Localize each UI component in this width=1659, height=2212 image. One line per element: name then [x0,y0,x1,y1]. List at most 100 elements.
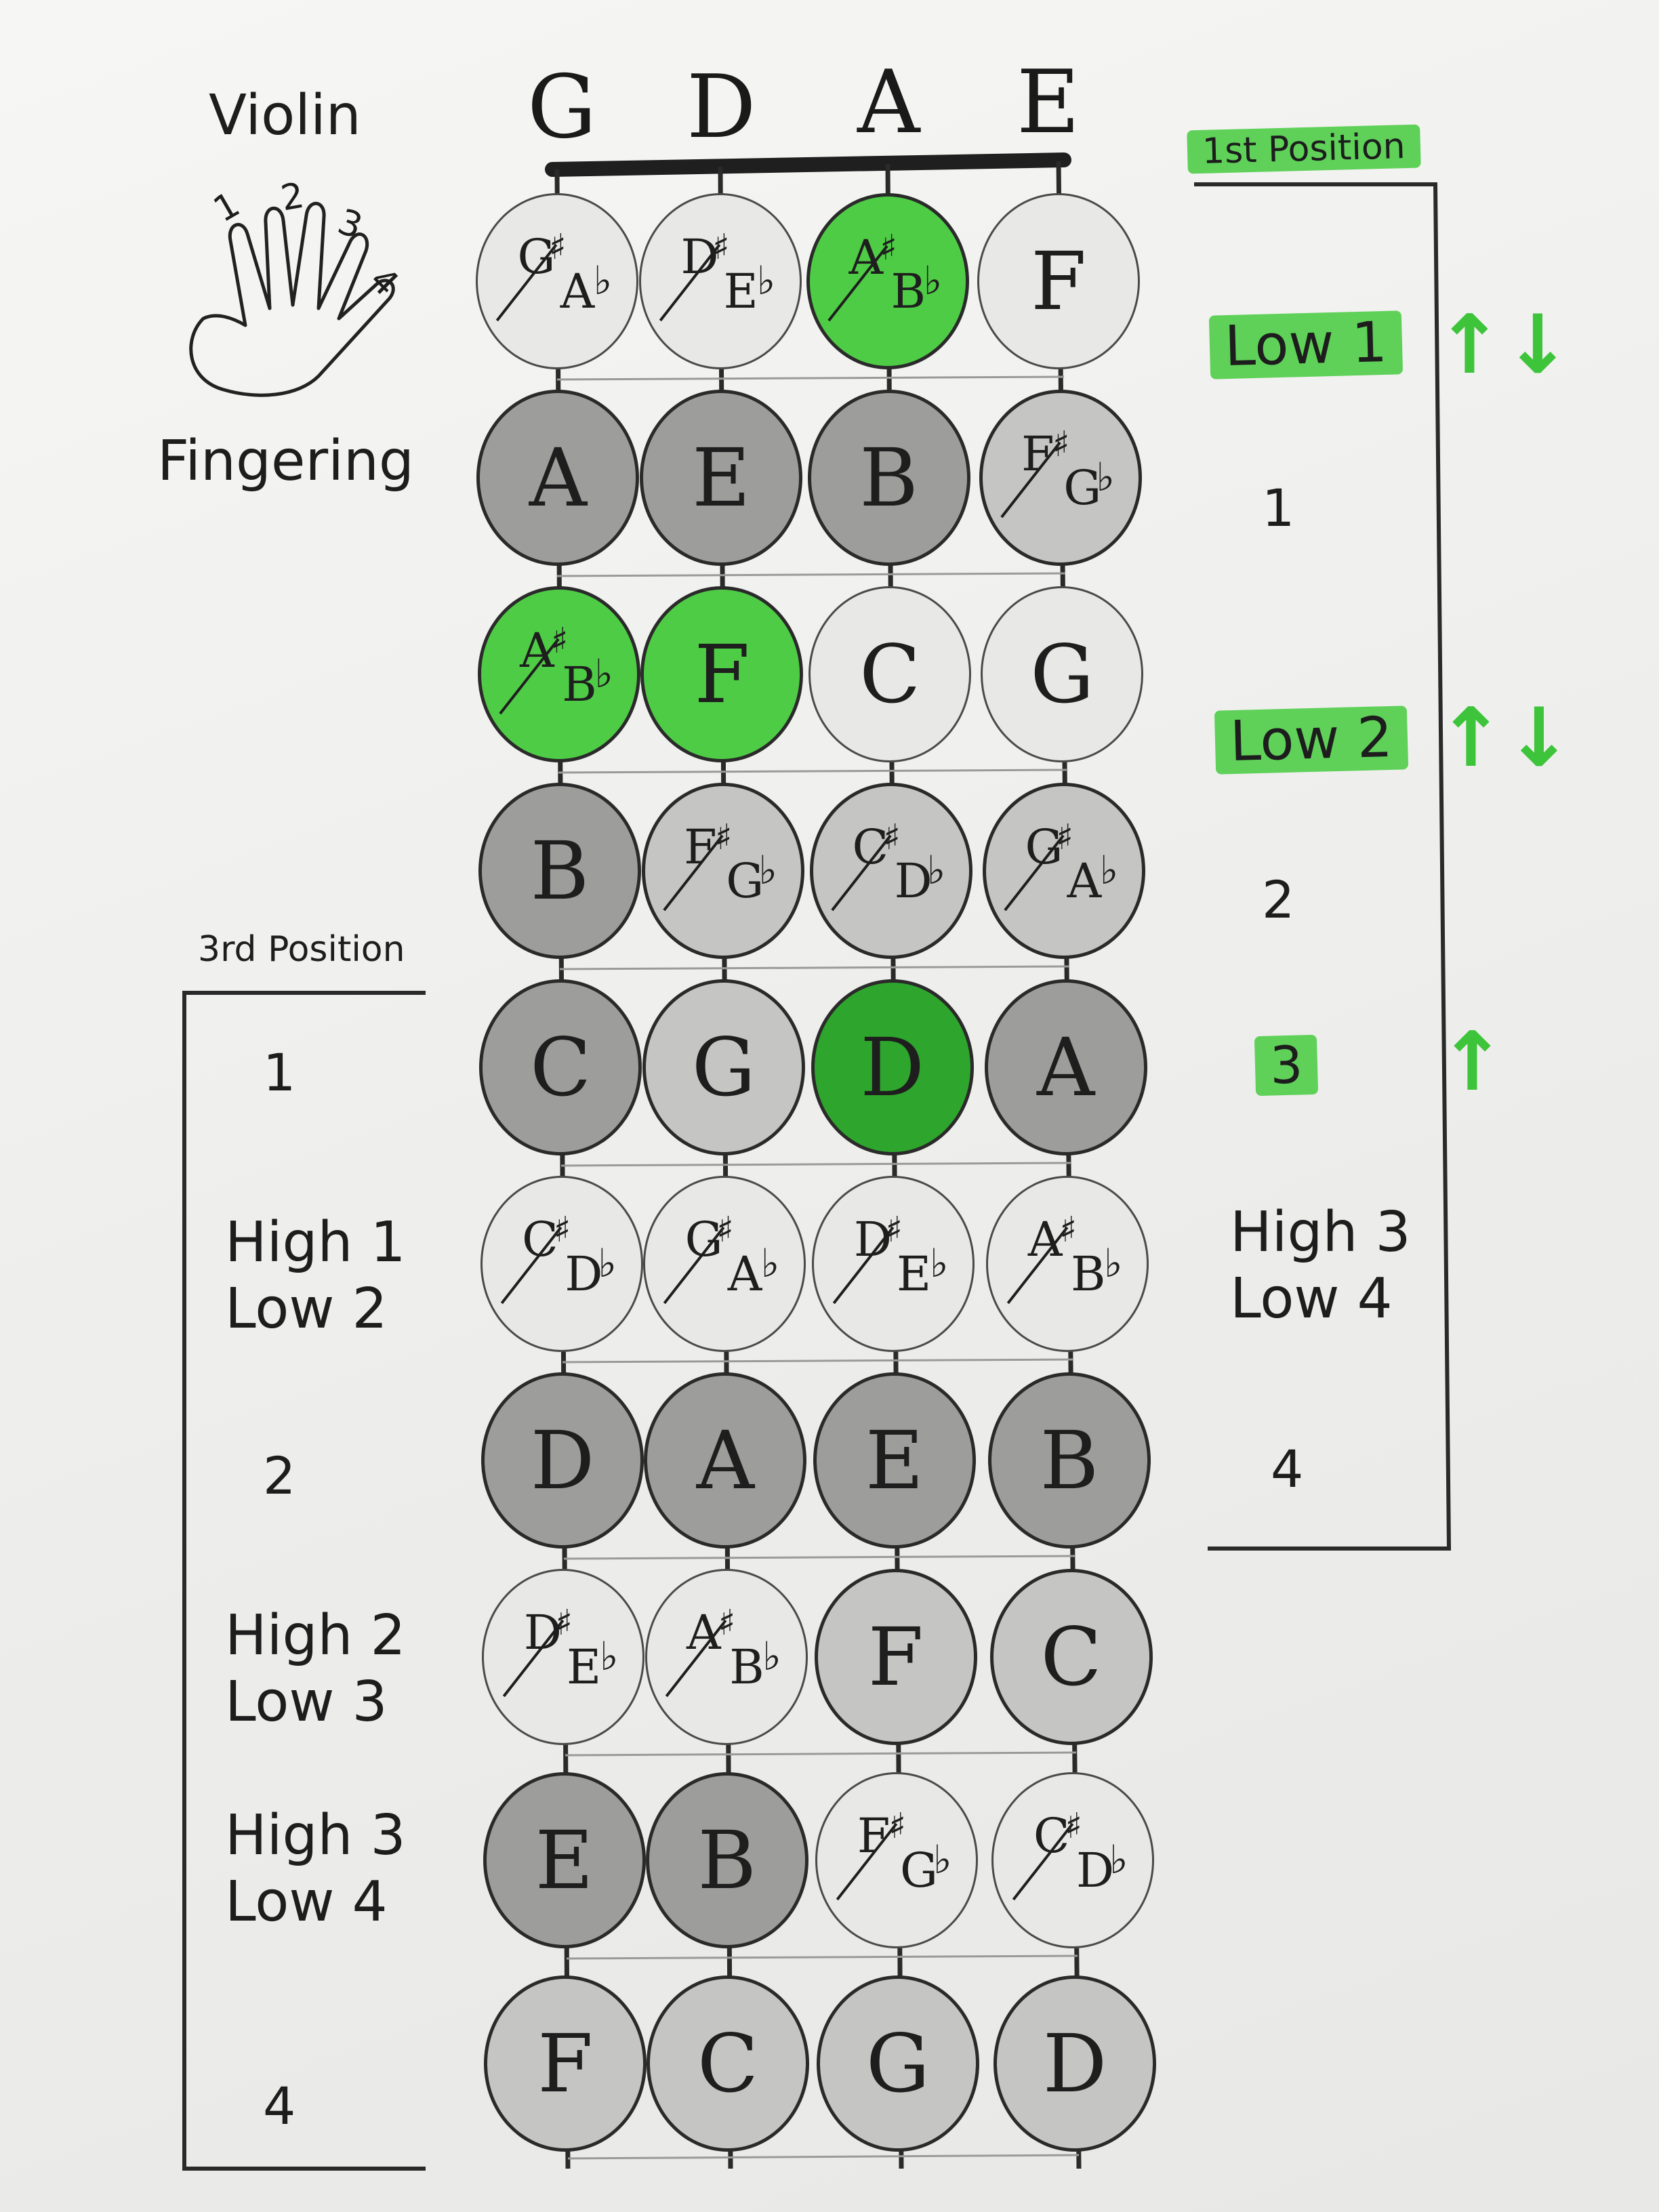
third-pos-label-high1: High 1 [225,1210,406,1275]
string-name-d: D [687,57,756,158]
note-name: F [867,1610,924,1704]
note-sharp-name: D [680,228,719,285]
note-d-row-8: A♯B♭ [644,1569,808,1745]
note-name: G [691,1021,756,1114]
third-pos-label-1: 1 [263,1042,296,1103]
note-name: E [865,1414,924,1507]
note-flat-name: B [562,657,597,712]
note-name: C [859,628,921,721]
note-e-row-2: F♯G♭ [979,390,1142,566]
third-pos-label-low2: Low 2 [225,1277,388,1342]
flat-icon: ♭ [933,1836,952,1883]
hand-icon [189,201,395,397]
sharp-icon: ♯ [1065,1805,1082,1847]
string-name-e: E [1017,52,1080,153]
nut [545,152,1071,177]
note-name: F [1031,234,1086,328]
flat-icon: ♭ [600,1633,619,1679]
note-name: E [535,1814,594,1907]
note-name: A [696,1414,754,1507]
note-e-row-3: G [981,586,1144,762]
third-pos-label-high1-low2: High 1 Low 2 [225,1210,406,1343]
note-d-row-4: F♯G♭ [641,783,804,959]
first-pos-label-2: 2 [1262,869,1295,930]
third-pos-label-low4: Low 4 [225,1870,388,1935]
note-sharp-name: G [1025,819,1063,875]
first-pos-label-low-2: Low 2 [1214,705,1408,775]
note-e-row-9: C♯D♭ [991,1772,1155,1948]
note-flat-name: E [897,1246,932,1302]
note-flat-name: D [894,853,933,909]
note-flat-name: E [723,263,758,319]
string-name-a: A [857,52,920,153]
note-g-row-6: C♯D♭ [480,1176,643,1352]
note-name: E [692,431,751,525]
note-name: C [697,2017,759,2110]
flat-icon: ♭ [598,1240,617,1286]
note-g-row-5: C [479,979,642,1155]
sharp-icon: ♯ [555,1602,573,1643]
note-d-row-1: D♯E♭ [639,193,802,369]
third-pos-label-high3: High 3 [225,1803,406,1868]
note-a-row-1: A♯B♭ [806,193,969,369]
first-pos-label-high3: High 3 [1230,1200,1411,1265]
note-g-row-9: E [483,1772,646,1948]
note-d-row-5: G [642,979,805,1155]
third-position-bracket [182,991,426,2171]
note-sharp-name: G [684,1211,723,1267]
note-a-row-10: G [817,1975,979,2152]
note-d-row-7: A [644,1372,807,1549]
note-name: D [530,1414,595,1507]
first-pos-label-high3-low4: High 3 Low 4 [1230,1200,1411,1333]
note-name: B [530,824,590,918]
first-position-bracket [1194,182,1452,1551]
note-d-row-3: F [640,586,804,762]
note-flat-name: B [1071,1246,1106,1302]
note-flat-name: D [1076,1842,1115,1898]
first-pos-label-low-1: Low 1 [1208,310,1403,380]
sharp-icon: ♯ [885,1209,903,1250]
first-pos-label-low4: Low 4 [1230,1267,1393,1332]
note-g-row-1: G♯A♭ [476,193,638,369]
sharp-icon: ♯ [1056,817,1073,858]
note-a-row-9: F♯G♭ [815,1772,979,1948]
third-pos-label-4: 4 [263,2076,296,2136]
note-flat-name: A [560,263,595,319]
sharp-icon: ♯ [883,817,901,858]
note-name: A [529,431,587,525]
note-flat-name: G [1063,460,1102,516]
note-e-row-4: G♯A♭ [983,783,1145,959]
note-name: G [865,2017,930,2110]
flat-icon: ♭ [930,1240,949,1286]
flat-icon: ♭ [926,847,946,893]
up-down-arrow-icon-low2: ↑↓ [1437,691,1574,785]
flat-icon: ♭ [1096,454,1115,500]
third-pos-label-2: 2 [263,1446,296,1506]
flat-icon: ♭ [758,847,777,893]
up-down-arrow-icon-low1: ↑↓ [1435,298,1572,392]
note-g-row-7: D [481,1372,644,1549]
sharp-icon: ♯ [1052,424,1070,465]
third-pos-label-high2: High 2 [225,1603,406,1668]
first-position-label: 1st Position [1187,124,1421,174]
note-name: F [694,628,750,721]
note-flat-name: A [1067,853,1102,909]
up-arrow-icon-3: ↑ [1438,1015,1507,1109]
fret-lines [556,375,1080,2160]
note-g-row-10: F [484,1975,647,2152]
sharp-icon: ♯ [551,621,569,661]
third-pos-label-low3: Low 3 [225,1670,388,1735]
flat-icon: ♭ [594,651,613,697]
note-name: F [537,2017,593,2110]
note-name: B [697,1814,757,1907]
note-e-row-10: D [994,1975,1156,2152]
sharp-icon: ♯ [715,817,733,858]
note-a-row-3: C [808,586,972,762]
note-name: B [859,431,919,525]
note-e-row-6: A♯B♭ [986,1176,1149,1352]
note-sharp-name: G [517,228,556,285]
note-g-row-3: A♯B♭ [477,586,640,762]
note-name: D [1042,2017,1107,2110]
string-name-g: G [527,57,597,158]
flat-icon: ♭ [1099,847,1119,893]
